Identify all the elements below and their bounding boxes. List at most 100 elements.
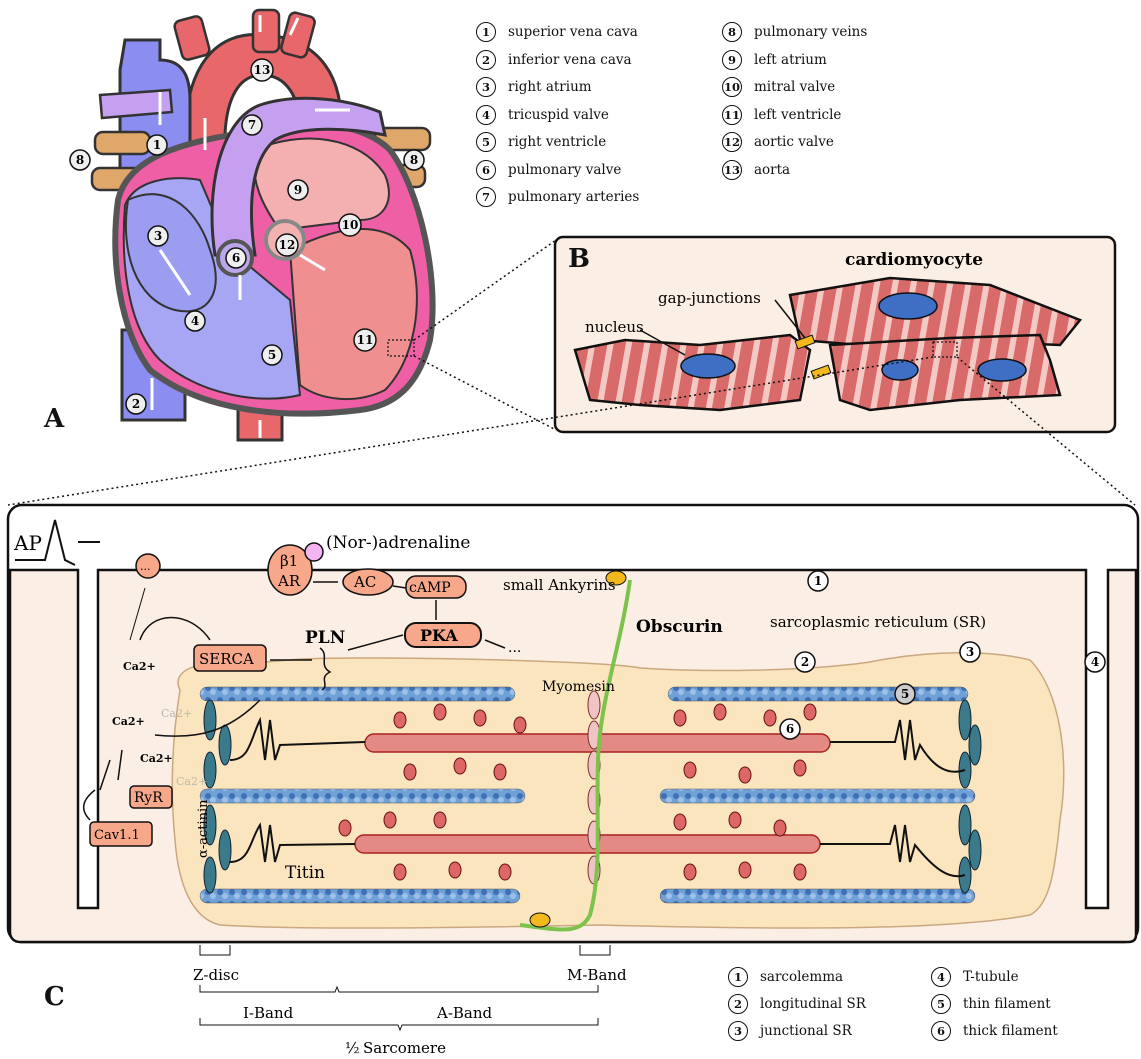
legend-label: thin filament (963, 996, 1051, 1012)
pka-label: PKA (420, 626, 458, 645)
legend-number: 13 (722, 160, 742, 180)
aband-label: A-Band (436, 1004, 493, 1022)
legend-label: left atrium (754, 52, 827, 68)
legend-label: right ventricle (508, 134, 606, 150)
legend-label: T-tubule (963, 969, 1019, 985)
legend-number: 10 (722, 77, 742, 97)
legend-label: pulmonary veins (754, 24, 867, 40)
ap-label: AP (13, 531, 42, 555)
ac-label: AC (353, 573, 376, 591)
legend-number: 6 (931, 1021, 951, 1041)
ryr-label: RyR (134, 790, 163, 806)
svg-text:3: 3 (966, 645, 974, 659)
titin-label: Titin (285, 863, 325, 883)
legend-label: tricuspid valve (508, 107, 609, 123)
camp-label: cAMP (409, 580, 451, 596)
mband-label: M-Band (567, 966, 627, 984)
legend-label: right atrium (508, 79, 592, 95)
svg-text:2: 2 (132, 397, 140, 411)
legend-item: 1 superior vena cava (476, 22, 638, 42)
nucleus-2 (879, 293, 937, 319)
svg-text:12: 12 (279, 238, 296, 252)
gap-junctions-label: gap-junctions (658, 289, 761, 307)
legend-item: 3 junctional SR (728, 1021, 852, 1041)
legend-item: 6 thick filament (931, 1021, 1058, 1041)
legend-item: 2longitudinal SR (728, 994, 866, 1014)
legend-item: 13 aorta (722, 160, 790, 180)
panel-letter-a: A (44, 404, 64, 434)
ankyrin-bottom (530, 913, 550, 927)
beta1-label-2: AR (277, 572, 301, 590)
sr-label: sarcoplasmic reticulum (SR) (770, 613, 986, 631)
legend-label: thick filament (963, 1023, 1058, 1039)
legend-item: 1 sarcolemma (728, 967, 843, 987)
legend-number: 3 (476, 77, 496, 97)
nucleus-3 (882, 360, 918, 380)
nucleus-4 (978, 359, 1026, 381)
legend-number: 8 (722, 22, 742, 42)
obscurin-label: Obscurin (636, 617, 723, 637)
svg-text:7: 7 (248, 118, 256, 132)
ca-label-3: Ca2+ (112, 715, 145, 728)
legend-label: inferior vena cava (508, 52, 632, 68)
svg-text:9: 9 (294, 183, 302, 197)
svg-text:4: 4 (191, 314, 199, 328)
svg-text:1: 1 (814, 574, 822, 588)
legend-number: 6 (476, 160, 496, 180)
svg-text:2: 2 (801, 655, 809, 669)
svg-text:11: 11 (357, 333, 374, 347)
legend-number: 1 (728, 967, 748, 987)
ca-label-1: Ca2+ (123, 660, 156, 673)
svg-text:3: 3 (154, 229, 162, 243)
svg-text:5: 5 (268, 348, 276, 362)
legend-label: aorta (754, 162, 790, 178)
legend-number: 12 (722, 132, 742, 152)
svg-text:8: 8 (76, 153, 84, 167)
svg-text:6: 6 (786, 722, 794, 736)
legend-label: pulmonary valve (508, 162, 621, 178)
svg-text:13: 13 (254, 63, 271, 77)
beta1-label-1: β1 (280, 552, 298, 570)
legend-label: mitral valve (754, 79, 835, 95)
svg-text:6: 6 (232, 251, 240, 265)
sarcomere-label: Sarcomere (363, 1039, 446, 1057)
svg-text:5: 5 (901, 687, 909, 701)
legend-item: 12aortic valve (722, 132, 834, 152)
legend-number: 1 (476, 22, 496, 42)
pln-label: PLN (305, 628, 345, 648)
legend-heart: 1superior vena cava 2inferior vena cava … (476, 22, 896, 212)
legend-label: pulmonary arteries (508, 189, 639, 205)
legend-number: 4 (931, 967, 951, 987)
legend-number: 2 (476, 50, 496, 70)
small-ankyrins-label: small Ankyrins (503, 576, 616, 594)
legend-label: superior vena cava (508, 24, 638, 40)
svg-text:8: 8 (410, 153, 418, 167)
dots-label: ... (140, 560, 151, 573)
ca-label-2: Ca2+ (161, 707, 192, 720)
ca-label-4: Ca2+ (140, 752, 173, 765)
legend-item: 5 right ventricle (476, 132, 606, 152)
cav-label: Cav1.1 (94, 828, 140, 843)
legend-item: 8 pulmonary veins (722, 22, 867, 42)
legend-item: 4 T-tubule (931, 967, 1019, 987)
cardiomyocyte-label: cardiomyocyte (845, 250, 983, 270)
legend-label: sarcolemma (760, 969, 843, 985)
legend-label: junctional SR (760, 1023, 852, 1039)
legend-label: longitudinal SR (760, 996, 866, 1012)
sarcomere-fraction: ½ (345, 1039, 360, 1057)
legend-number: 5 (476, 132, 496, 152)
zdisc-label: Z-disc (193, 966, 239, 984)
legend-number: 5 (931, 994, 951, 1014)
nucleus-label: nucleus (585, 318, 644, 336)
myomesin-label: Myomesin (542, 679, 615, 695)
legend-item: 6 pulmonary valve (476, 160, 621, 180)
legend-number: 3 (728, 1021, 748, 1041)
serca-label: SERCA (199, 650, 254, 668)
noradrenaline-label: (Nor-)adrenaline (326, 533, 470, 553)
panel-letter-c: C (44, 982, 65, 1012)
ca-label-5: Ca2+ (176, 775, 207, 788)
